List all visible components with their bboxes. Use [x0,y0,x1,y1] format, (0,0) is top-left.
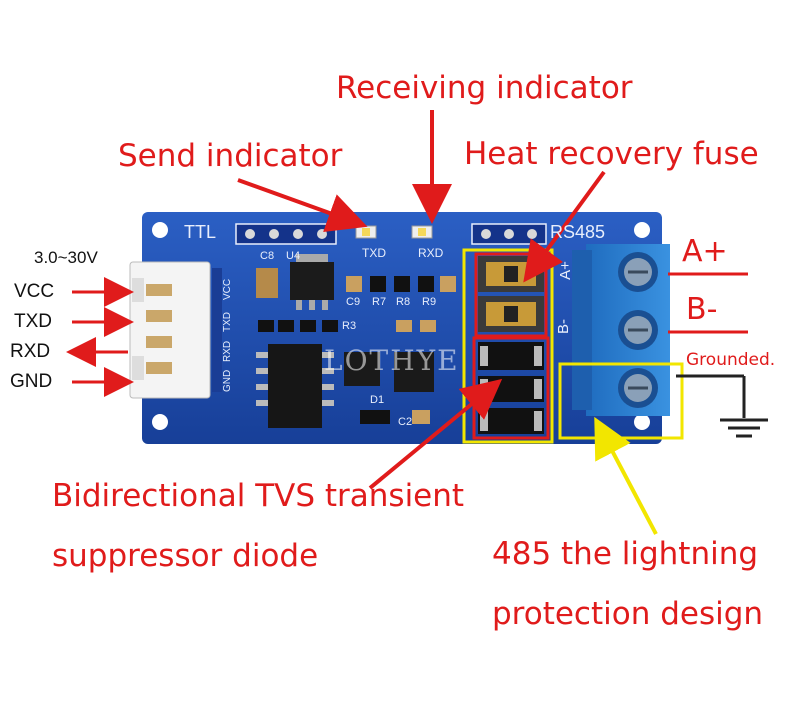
pin-vcc-label: VCC [14,281,55,302]
callout-send: Send indicator [118,138,343,174]
voltage-label: 3.0~30V [34,248,98,267]
fuse-highlight-box [474,252,548,338]
lightning-arrow [594,416,658,535]
callout-lightning-line1: 485 the lightning [492,536,759,572]
silk-rxd: RXD [418,246,444,260]
fuse-arrow [523,170,606,283]
pin-txd-label: TXD [14,311,52,332]
silk-r8: R8 [396,296,411,308]
terminal-screws [618,252,658,408]
watermark: LOTHYE [324,344,460,377]
callout-tvs-line1: Bidirectional TVS transient [52,478,465,514]
callout-receiving: Receiving indicator [336,70,633,106]
mount-hole [634,414,650,430]
terminal-grounded: Grounded. [686,350,776,370]
regulator-u4 [290,262,334,300]
tvs-arrow [368,378,503,490]
silk-d1: D1 [370,394,385,406]
callout-fuse: Heat recovery fuse [464,136,759,172]
silk-header-gnd: GND [222,369,233,392]
silk-r7: R7 [372,296,387,308]
silk-r9: R9 [422,296,437,308]
terminal-a-plus: A+ [682,234,728,269]
silk-header-rxd: RXD [222,340,233,362]
silk-u4: U4 [286,250,301,262]
ground-symbol [676,374,768,438]
mount-hole [634,222,650,238]
protection-highlight-box [462,248,554,444]
silk-header-txd: TXD [222,312,233,332]
pin-rxd-label: RXD [10,341,51,362]
transceiver-ic [268,344,322,428]
silk-a-plus: A+ [556,261,574,280]
pin-gnd-label: GND [10,371,53,392]
silk-b-minus: B- [555,319,572,334]
silk-c2: C2 [398,416,413,428]
silk-c9: C9 [346,296,361,308]
callout-lightning-line2: protection design [492,596,764,632]
terminal-b-minus: B- [686,292,718,327]
silk-ttl: TTL [184,222,217,242]
silk-header-vcc: VCC [222,278,233,300]
silk-txd: TXD [362,246,386,260]
silk-c8: C8 [260,250,275,262]
silk-rs485: RS485 [550,222,606,242]
callout-tvs-line2: suppressor diode [52,538,319,574]
mount-hole [152,222,168,238]
send-arrow [237,178,368,232]
tvs-diode [478,342,544,370]
mount-hole [152,414,168,430]
capacitor-c8 [256,268,278,298]
silk-r3: R3 [342,320,357,332]
